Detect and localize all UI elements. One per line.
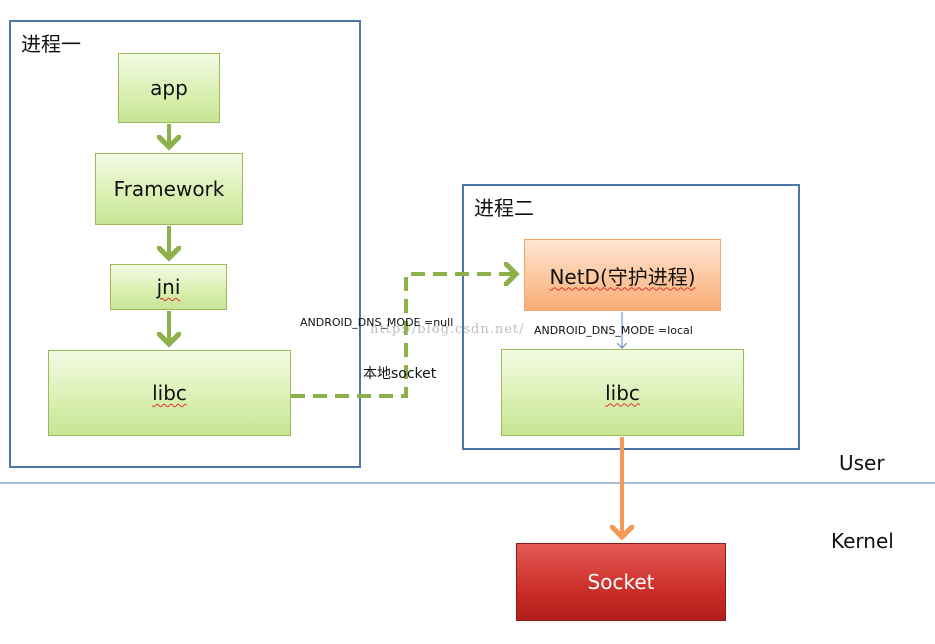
dns-mode-local-label: ANDROID_DNS_MODE =local bbox=[534, 324, 693, 337]
user-layer-label: User bbox=[839, 451, 885, 475]
kernel-layer-label: Kernel bbox=[831, 529, 894, 553]
watermark-text: http://blog.csdn.net/ bbox=[370, 322, 525, 337]
jni-label: jni bbox=[156, 275, 181, 299]
socket-label: Socket bbox=[587, 570, 655, 594]
netd-box: NetD(守护进程) bbox=[524, 239, 721, 311]
libc-label-process-one: libc bbox=[152, 381, 187, 405]
framework-label: Framework bbox=[113, 177, 225, 201]
libc-label-process-two: libc bbox=[605, 380, 640, 405]
dns-mode-null-label: ANDROID_DNS_MODE =null bbox=[300, 316, 454, 329]
socket-box: Socket bbox=[516, 543, 726, 621]
jni-box: jni bbox=[110, 264, 227, 310]
process-one-title: 进程一 bbox=[21, 32, 81, 56]
framework-box: Framework bbox=[95, 153, 243, 225]
dashed-socket-connector bbox=[291, 274, 516, 398]
local-socket-label: 本地socket bbox=[363, 366, 437, 382]
libc-box-process-one: libc bbox=[48, 350, 291, 436]
app-box: app bbox=[118, 53, 220, 123]
app-label: app bbox=[150, 76, 188, 100]
netd-label: NetD(守护进程) bbox=[549, 261, 695, 290]
libc-box-process-two: libc bbox=[501, 349, 744, 436]
process-two-title: 进程二 bbox=[474, 196, 534, 220]
netd-label-text: NetD(守护进程) bbox=[549, 264, 696, 289]
